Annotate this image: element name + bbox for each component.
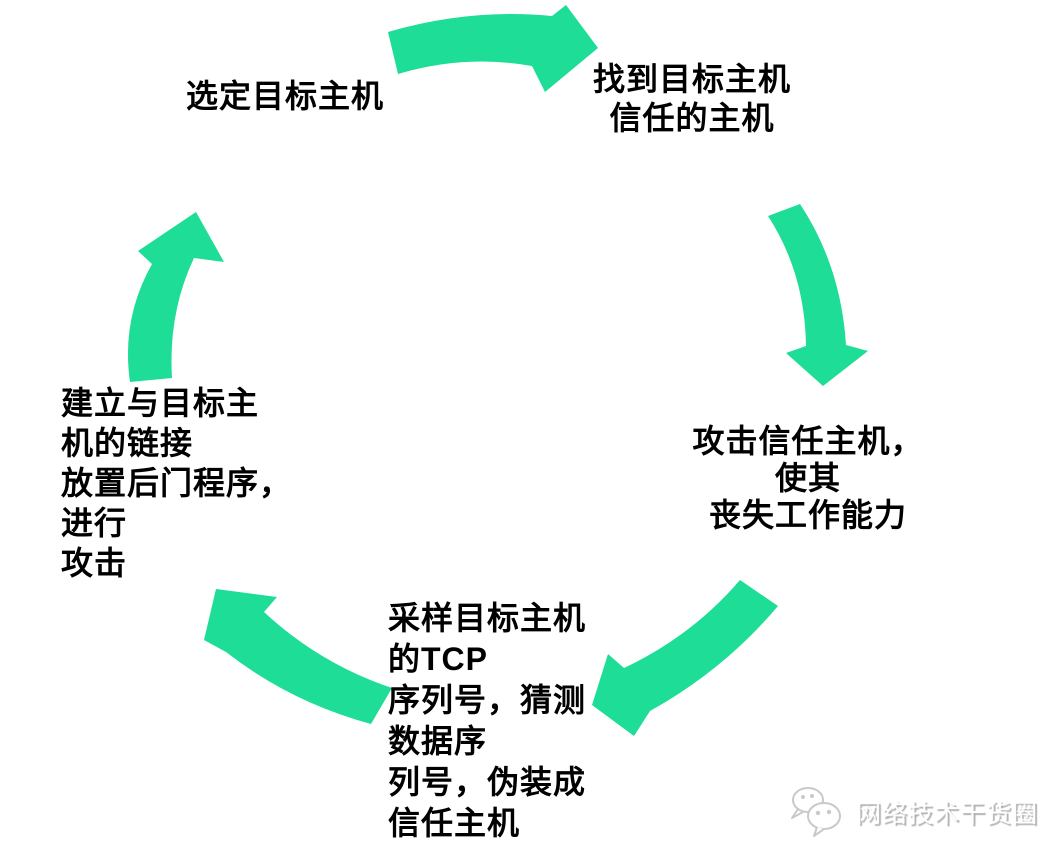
step-text-line: 列号，伪装成	[388, 764, 587, 800]
step-text-line: 进行	[61, 505, 128, 541]
step-establish-connection: 建立与目标主 机的链接 放置后门程序， 进行 攻击	[61, 383, 292, 583]
arrow-step3-to-step4-icon	[592, 580, 778, 736]
step-text-line: 选定目标主机	[186, 78, 385, 114]
wechat-icon	[791, 787, 841, 837]
arrow-step2-to-step3-icon	[768, 204, 868, 386]
step-text-line: 数据序	[388, 723, 488, 759]
step-select-target-host: 选定目标主机	[186, 76, 384, 116]
step-text-line: 放置后门程序，	[61, 465, 293, 501]
step-text-line: 的TCP	[388, 641, 489, 677]
step-text-line: 机的链接	[61, 425, 194, 461]
step-text-line: 序列号，猜测	[388, 682, 587, 718]
watermark-text: 网络技术干货圈	[856, 800, 1039, 828]
watermark: 网络技术干货圈	[786, 784, 1038, 840]
arrow-step5-to-step1-icon	[127, 212, 224, 382]
step-text-line: 使其	[774, 460, 841, 496]
step-find-trusted-host: 找到目标主机 信任的主机	[552, 60, 832, 138]
step-text-line: 丧失工作能力	[708, 497, 907, 533]
step-text-line: 找到目标主机	[592, 61, 791, 97]
step-text-line: 攻击信任主机，	[692, 423, 924, 459]
arrow-step4-to-step5-icon	[204, 589, 392, 724]
arrow-step1-to-step2-icon	[388, 5, 598, 92]
step-text-line: 采样目标主机	[388, 600, 587, 636]
step-text-line: 建立与目标主	[61, 385, 260, 421]
step-sample-tcp-sequence: 采样目标主机 的TCP 序列号，猜测 数据序 列号，伪装成 信任主机	[388, 598, 586, 844]
step-text-line: 攻击	[61, 545, 128, 581]
step-attack-trusted-host: 攻击信任主机， 使其 丧失工作能力	[673, 423, 943, 534]
step-text-line: 信任的主机	[609, 100, 775, 136]
step-text-line: 信任主机	[388, 805, 521, 841]
